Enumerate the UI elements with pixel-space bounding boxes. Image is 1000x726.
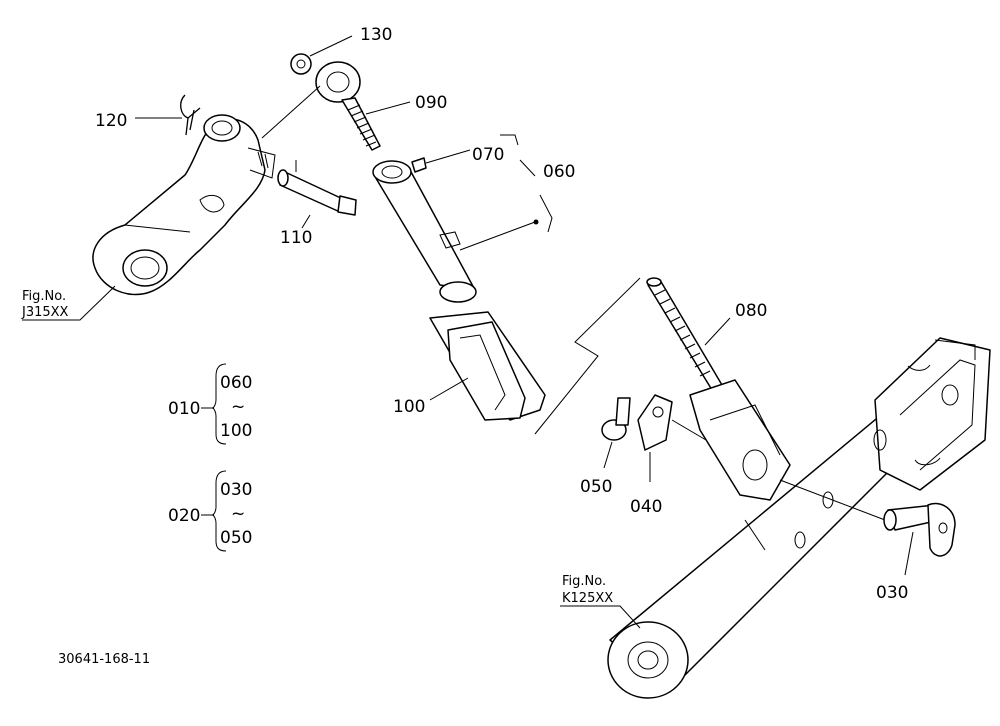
label-050: 050: [580, 477, 612, 497]
assembly-010-to: 100: [220, 421, 252, 441]
fig-ref-lower-leader: [560, 605, 641, 629]
assembly-group-020: 020 030 ~ 050: [168, 470, 252, 552]
assembly-group-010: 010 060 ~ 100: [168, 363, 252, 445]
part-110-pin: [277, 160, 357, 229]
part-130-washer: [290, 35, 353, 75]
assembly-010-tilde: ~: [231, 397, 245, 417]
fig-ref-lower-line2: K125XX: [562, 591, 613, 606]
assembly-010-id: 010: [168, 399, 200, 419]
part-120-lynch-pin: [135, 94, 201, 136]
assembly-010-from: 060: [220, 373, 252, 393]
label-130: 130: [360, 25, 392, 45]
label-090: 090: [415, 93, 447, 113]
upper-link-arm: [92, 114, 276, 296]
assembly-020-id: 020: [168, 506, 200, 526]
label-110: 110: [280, 228, 312, 248]
part-090-rod-end: [261, 61, 411, 151]
fig-ref-lower-line1: Fig.No.: [562, 574, 606, 589]
drawing-number: 30641-168-11: [58, 652, 150, 667]
leader-line: [534, 277, 641, 435]
part-100-bracket: [429, 311, 546, 421]
part-050-pin: [601, 397, 631, 469]
part-040-plate: [637, 394, 707, 482]
part-060-adjuster-tube: [372, 134, 553, 303]
label-070: 070: [472, 145, 504, 165]
assembly-020-tilde: ~: [231, 504, 245, 524]
fig-ref-upper-line2: J315XX: [21, 305, 69, 320]
label-030: 030: [876, 583, 908, 603]
part-070-grease-fitting: [411, 149, 471, 173]
assembly-020-to: 050: [220, 528, 252, 548]
part-030-pin: [883, 502, 956, 576]
lower-link-arm: [607, 337, 991, 699]
part-080-clevis-rod: [646, 277, 791, 501]
label-060: 060: [543, 162, 575, 182]
fig-ref-upper-leader: [22, 285, 116, 321]
label-120: 120: [95, 111, 127, 131]
label-100: 100: [393, 397, 425, 417]
label-040: 040: [630, 497, 662, 517]
label-080: 080: [735, 301, 767, 321]
assembly-020-from: 030: [220, 480, 252, 500]
fig-ref-upper-line1: Fig.No.: [22, 289, 66, 304]
